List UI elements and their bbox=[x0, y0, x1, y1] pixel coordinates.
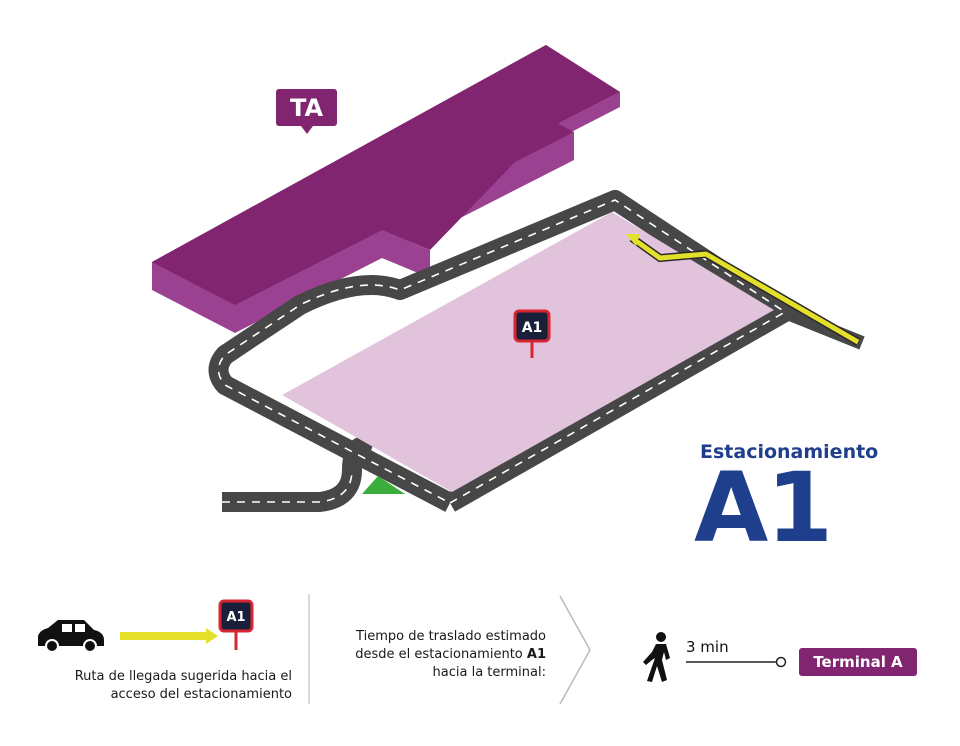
time-description-line2: desde el estacionamiento A1 bbox=[310, 646, 546, 664]
parking-marker-label: A1 bbox=[522, 320, 543, 336]
parking-lot-a1 bbox=[282, 212, 774, 492]
walk-time: 3 min bbox=[686, 638, 729, 656]
road-lane-markings bbox=[217, 199, 787, 504]
chevron-right-icon bbox=[559, 595, 591, 705]
arrow-right-icon bbox=[120, 628, 218, 644]
legend-parking-marker-label: A1 bbox=[226, 610, 245, 625]
entry-zone bbox=[362, 476, 405, 494]
terminal-building bbox=[152, 45, 620, 333]
car-icon bbox=[38, 620, 104, 653]
terminal-marker: TA bbox=[276, 89, 337, 134]
route-description-line2: acceso del estacionamiento bbox=[110, 687, 292, 702]
legend-parking-marker: A1 bbox=[218, 599, 254, 650]
route-description-line1: Ruta de llegada sugerida hacia el bbox=[74, 669, 292, 684]
time-description-line2-text: desde el estacionamiento bbox=[355, 647, 527, 662]
suggested-route bbox=[626, 234, 861, 346]
title-label: Estacionamiento bbox=[700, 441, 879, 463]
pedestrian-icon bbox=[643, 632, 670, 682]
title-code: A1 bbox=[694, 452, 833, 564]
parking-marker: A1 bbox=[513, 309, 551, 358]
time-description-parking-code: A1 bbox=[526, 647, 546, 662]
route-description: Ruta de llegada sugerida hacia el acceso… bbox=[30, 668, 292, 704]
time-description: Tiempo de traslado estimado desde el est… bbox=[310, 628, 546, 682]
walk-endpoint bbox=[775, 656, 787, 668]
time-description-line3: hacia la terminal: bbox=[432, 665, 546, 680]
terminal-marker-label: TA bbox=[290, 94, 324, 122]
time-description-line1: Tiempo de traslado estimado bbox=[356, 629, 546, 644]
destination-badge: Terminal A bbox=[799, 648, 917, 676]
